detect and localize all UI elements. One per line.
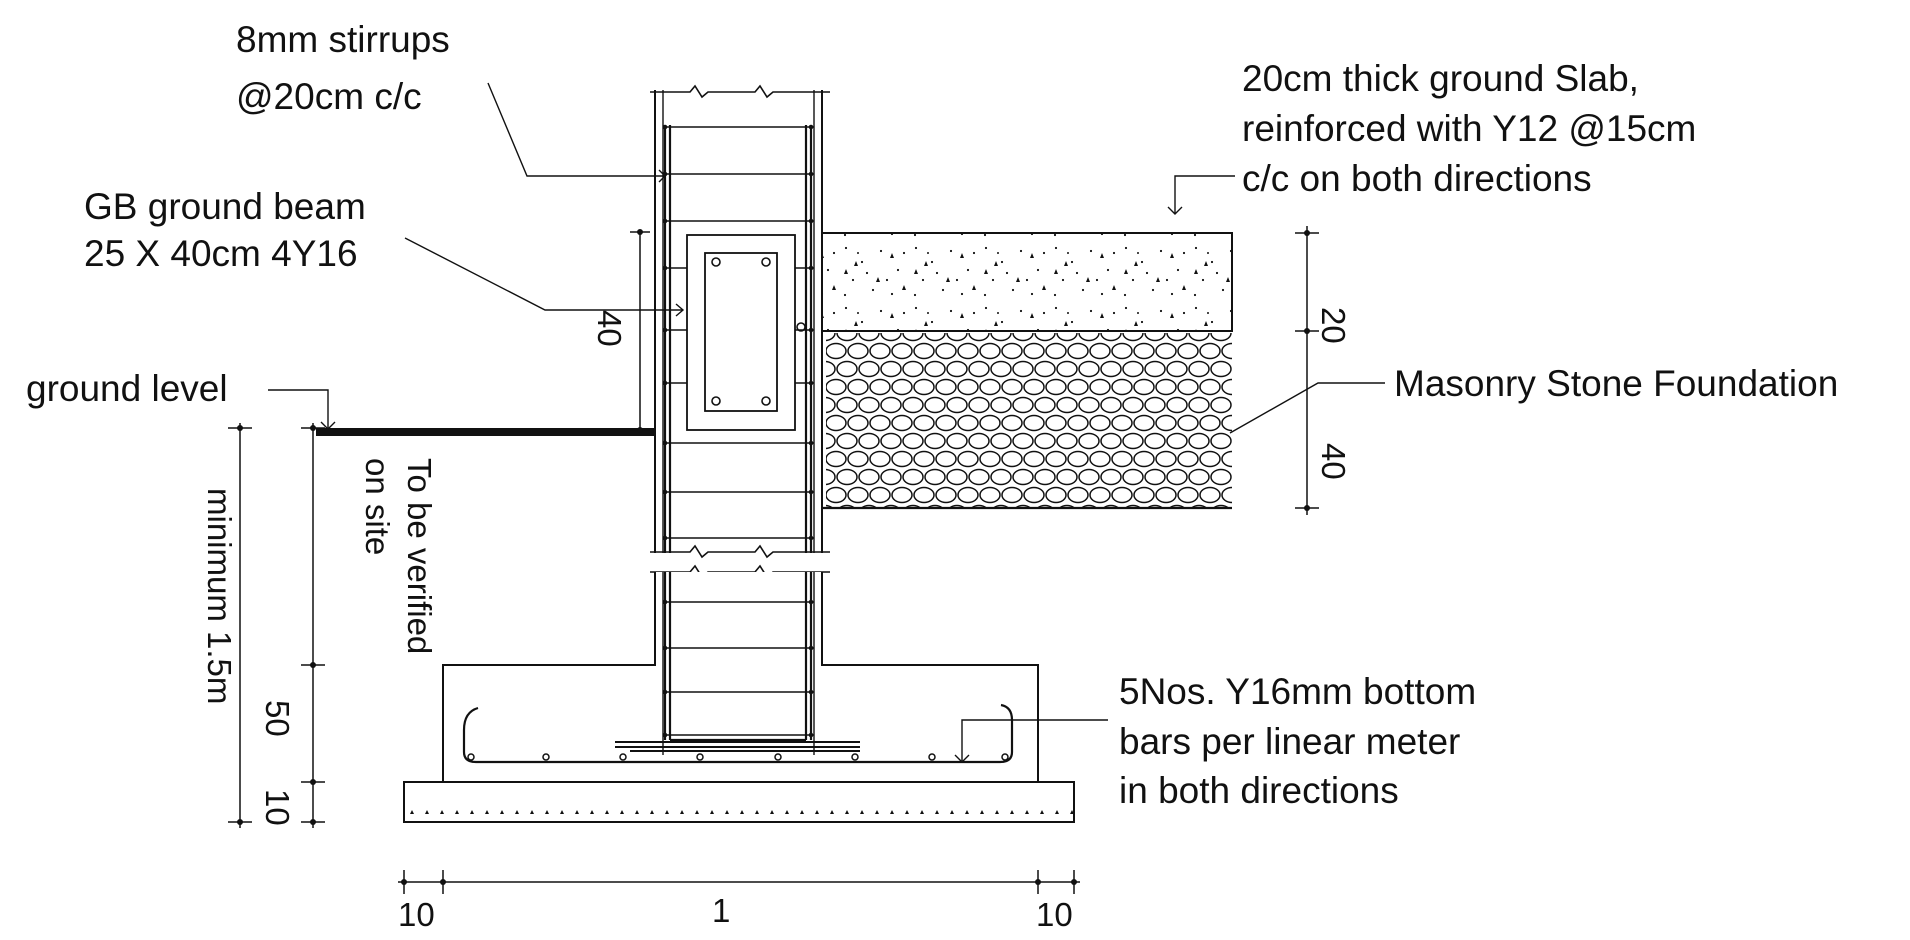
footing-depth-dim: 50 <box>259 700 296 737</box>
width-main-dim: 1 <box>712 892 730 929</box>
bottom-bars-label-line1: 5Nos. Y16mm bottom <box>1119 671 1476 712</box>
masonry-stone-foundation <box>822 330 1232 510</box>
ground-level-label: ground level <box>26 368 228 409</box>
beam-label-line2: 25 X 40cm 4Y16 <box>84 233 358 274</box>
masonry-depth-dim: 40 <box>1315 443 1352 480</box>
footing <box>442 572 1039 783</box>
column-lower <box>615 572 860 755</box>
leader-lines <box>268 82 1385 763</box>
footing-bottom-bars <box>462 703 1014 764</box>
column-bar-dots-lower <box>662 599 814 738</box>
bottom-bars-label-line2: bars per linear meter <box>1119 721 1460 762</box>
beam-label-line1: GB ground beam <box>84 186 366 227</box>
verify-label-line2: on site <box>359 458 396 555</box>
slab-label-line1: 20cm thick ground Slab, <box>1242 58 1639 99</box>
blinding-layer <box>403 781 1075 823</box>
column <box>650 84 830 579</box>
slab-label-line3: c/c on both directions <box>1242 158 1592 199</box>
verify-label-line1: To be verified <box>401 458 438 654</box>
stirrups-label-line2: @20cm c/c <box>236 76 422 117</box>
column-break-line <box>650 544 830 559</box>
width-left-dim: 10 <box>398 896 435 933</box>
beam-depth-dim: 40 <box>591 310 628 347</box>
slab-thickness-dim: 20 <box>1315 307 1352 344</box>
stirrups-label-line1: 8mm stirrups <box>236 19 450 60</box>
dimension-lines <box>228 226 1319 894</box>
minimum-depth-label: minimum 1.5m <box>201 488 238 704</box>
width-right-dim: 10 <box>1036 896 1073 933</box>
ground-beam-bars <box>711 257 806 406</box>
footing-bar-circles <box>467 753 1009 761</box>
slab-label-line2: reinforced with Y12 @15cm <box>1242 108 1696 149</box>
ground-beam-section <box>686 234 796 431</box>
column-top-break-line <box>650 84 830 99</box>
bottom-bars-label-line3: in both directions <box>1119 770 1399 811</box>
masonry-label: Masonry Stone Foundation <box>1394 363 1838 404</box>
ground-level-line <box>316 428 655 436</box>
dimension-dots <box>237 229 1310 885</box>
ground-slab <box>821 232 1233 332</box>
blinding-dim: 10 <box>259 789 296 826</box>
